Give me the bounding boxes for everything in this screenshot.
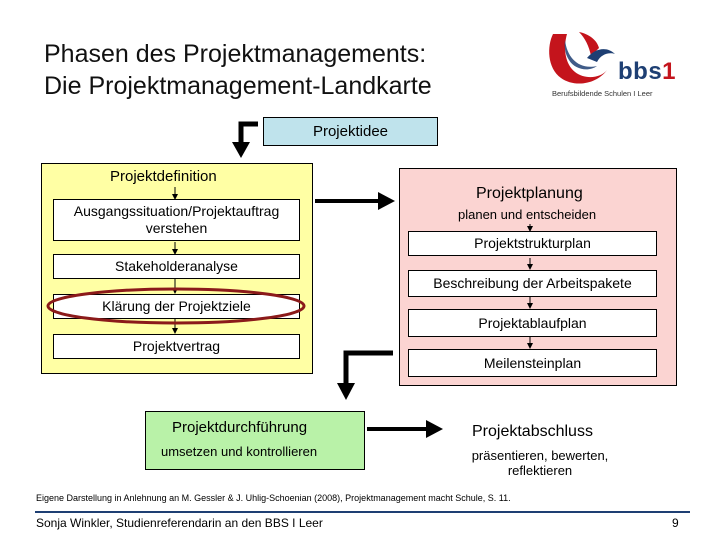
arrow-durchfuehrung-to-abschluss bbox=[367, 420, 443, 438]
footer-divider bbox=[35, 511, 690, 513]
page-title: Phasen des Projektmanagements: Die Proje… bbox=[44, 38, 432, 102]
abschluss-subtitle-line-2: reflektieren bbox=[507, 463, 573, 478]
arrow-planung-to-durchfuehrung bbox=[337, 350, 393, 400]
definition-step-1-line-2: verstehen bbox=[145, 220, 208, 236]
abschluss-subtitle-line-1: präsentieren, bewerten, bbox=[471, 448, 609, 463]
planung-step-projektablaufplan: Projektablaufplan bbox=[408, 309, 657, 337]
definition-step-projektvertrag: Projektvertrag bbox=[53, 334, 300, 359]
title-line-1: Phasen des Projektmanagements: bbox=[44, 40, 427, 68]
title-line-2: Die Projektmanagement-Landkarte bbox=[44, 72, 432, 100]
logo-text: bbs1 bbox=[618, 58, 676, 86]
abschluss-subtitle: präsentieren, bewerten, reflektieren bbox=[455, 448, 625, 478]
durchfuehrung-panel bbox=[145, 411, 365, 470]
definition-step-ausgangssituation: Ausgangssituation/Projektauftrag versteh… bbox=[53, 199, 300, 241]
definition-step-projektziele: Klärung der Projektziele bbox=[53, 294, 300, 319]
planung-step-meilensteinplan: Meilensteinplan bbox=[408, 349, 657, 377]
page-number: 9 bbox=[672, 516, 679, 530]
durchfuehrung-title: Projektdurchführung bbox=[172, 419, 308, 436]
bbs-logo-icon bbox=[549, 32, 615, 84]
abschluss-title: Projektabschluss bbox=[472, 423, 593, 440]
arrow-definition-to-planung bbox=[315, 192, 395, 210]
arrow-idee-to-definition bbox=[232, 121, 258, 158]
footer-author: Sonja Winkler, Studienreferendarin an de… bbox=[36, 516, 323, 530]
logo-text-number: 1 bbox=[662, 58, 677, 85]
source-note: Eigene Darstellung in Anlehnung an M. Ge… bbox=[36, 493, 511, 503]
logo-subtitle: Berufsbildende Schulen I Leer bbox=[552, 89, 653, 98]
durchfuehrung-subtitle: umsetzen und kontrollieren bbox=[161, 444, 318, 459]
planung-step-projektstrukturplan: Projektstrukturplan bbox=[408, 231, 657, 256]
definition-step-1-line-1: Ausgangssituation/Projektauftrag bbox=[73, 203, 280, 219]
projektidee-box: Projektidee bbox=[263, 117, 438, 146]
logo-text-main: bbs bbox=[618, 58, 663, 85]
planung-step-arbeitspakete: Beschreibung der Arbeitspakete bbox=[408, 270, 657, 297]
definition-title: Projektdefinition bbox=[110, 168, 217, 185]
planung-subtitle: planen und entscheiden bbox=[458, 207, 597, 222]
definition-step-stakeholderanalyse: Stakeholderanalyse bbox=[53, 254, 300, 279]
planung-title: Projektplanung bbox=[476, 185, 583, 202]
